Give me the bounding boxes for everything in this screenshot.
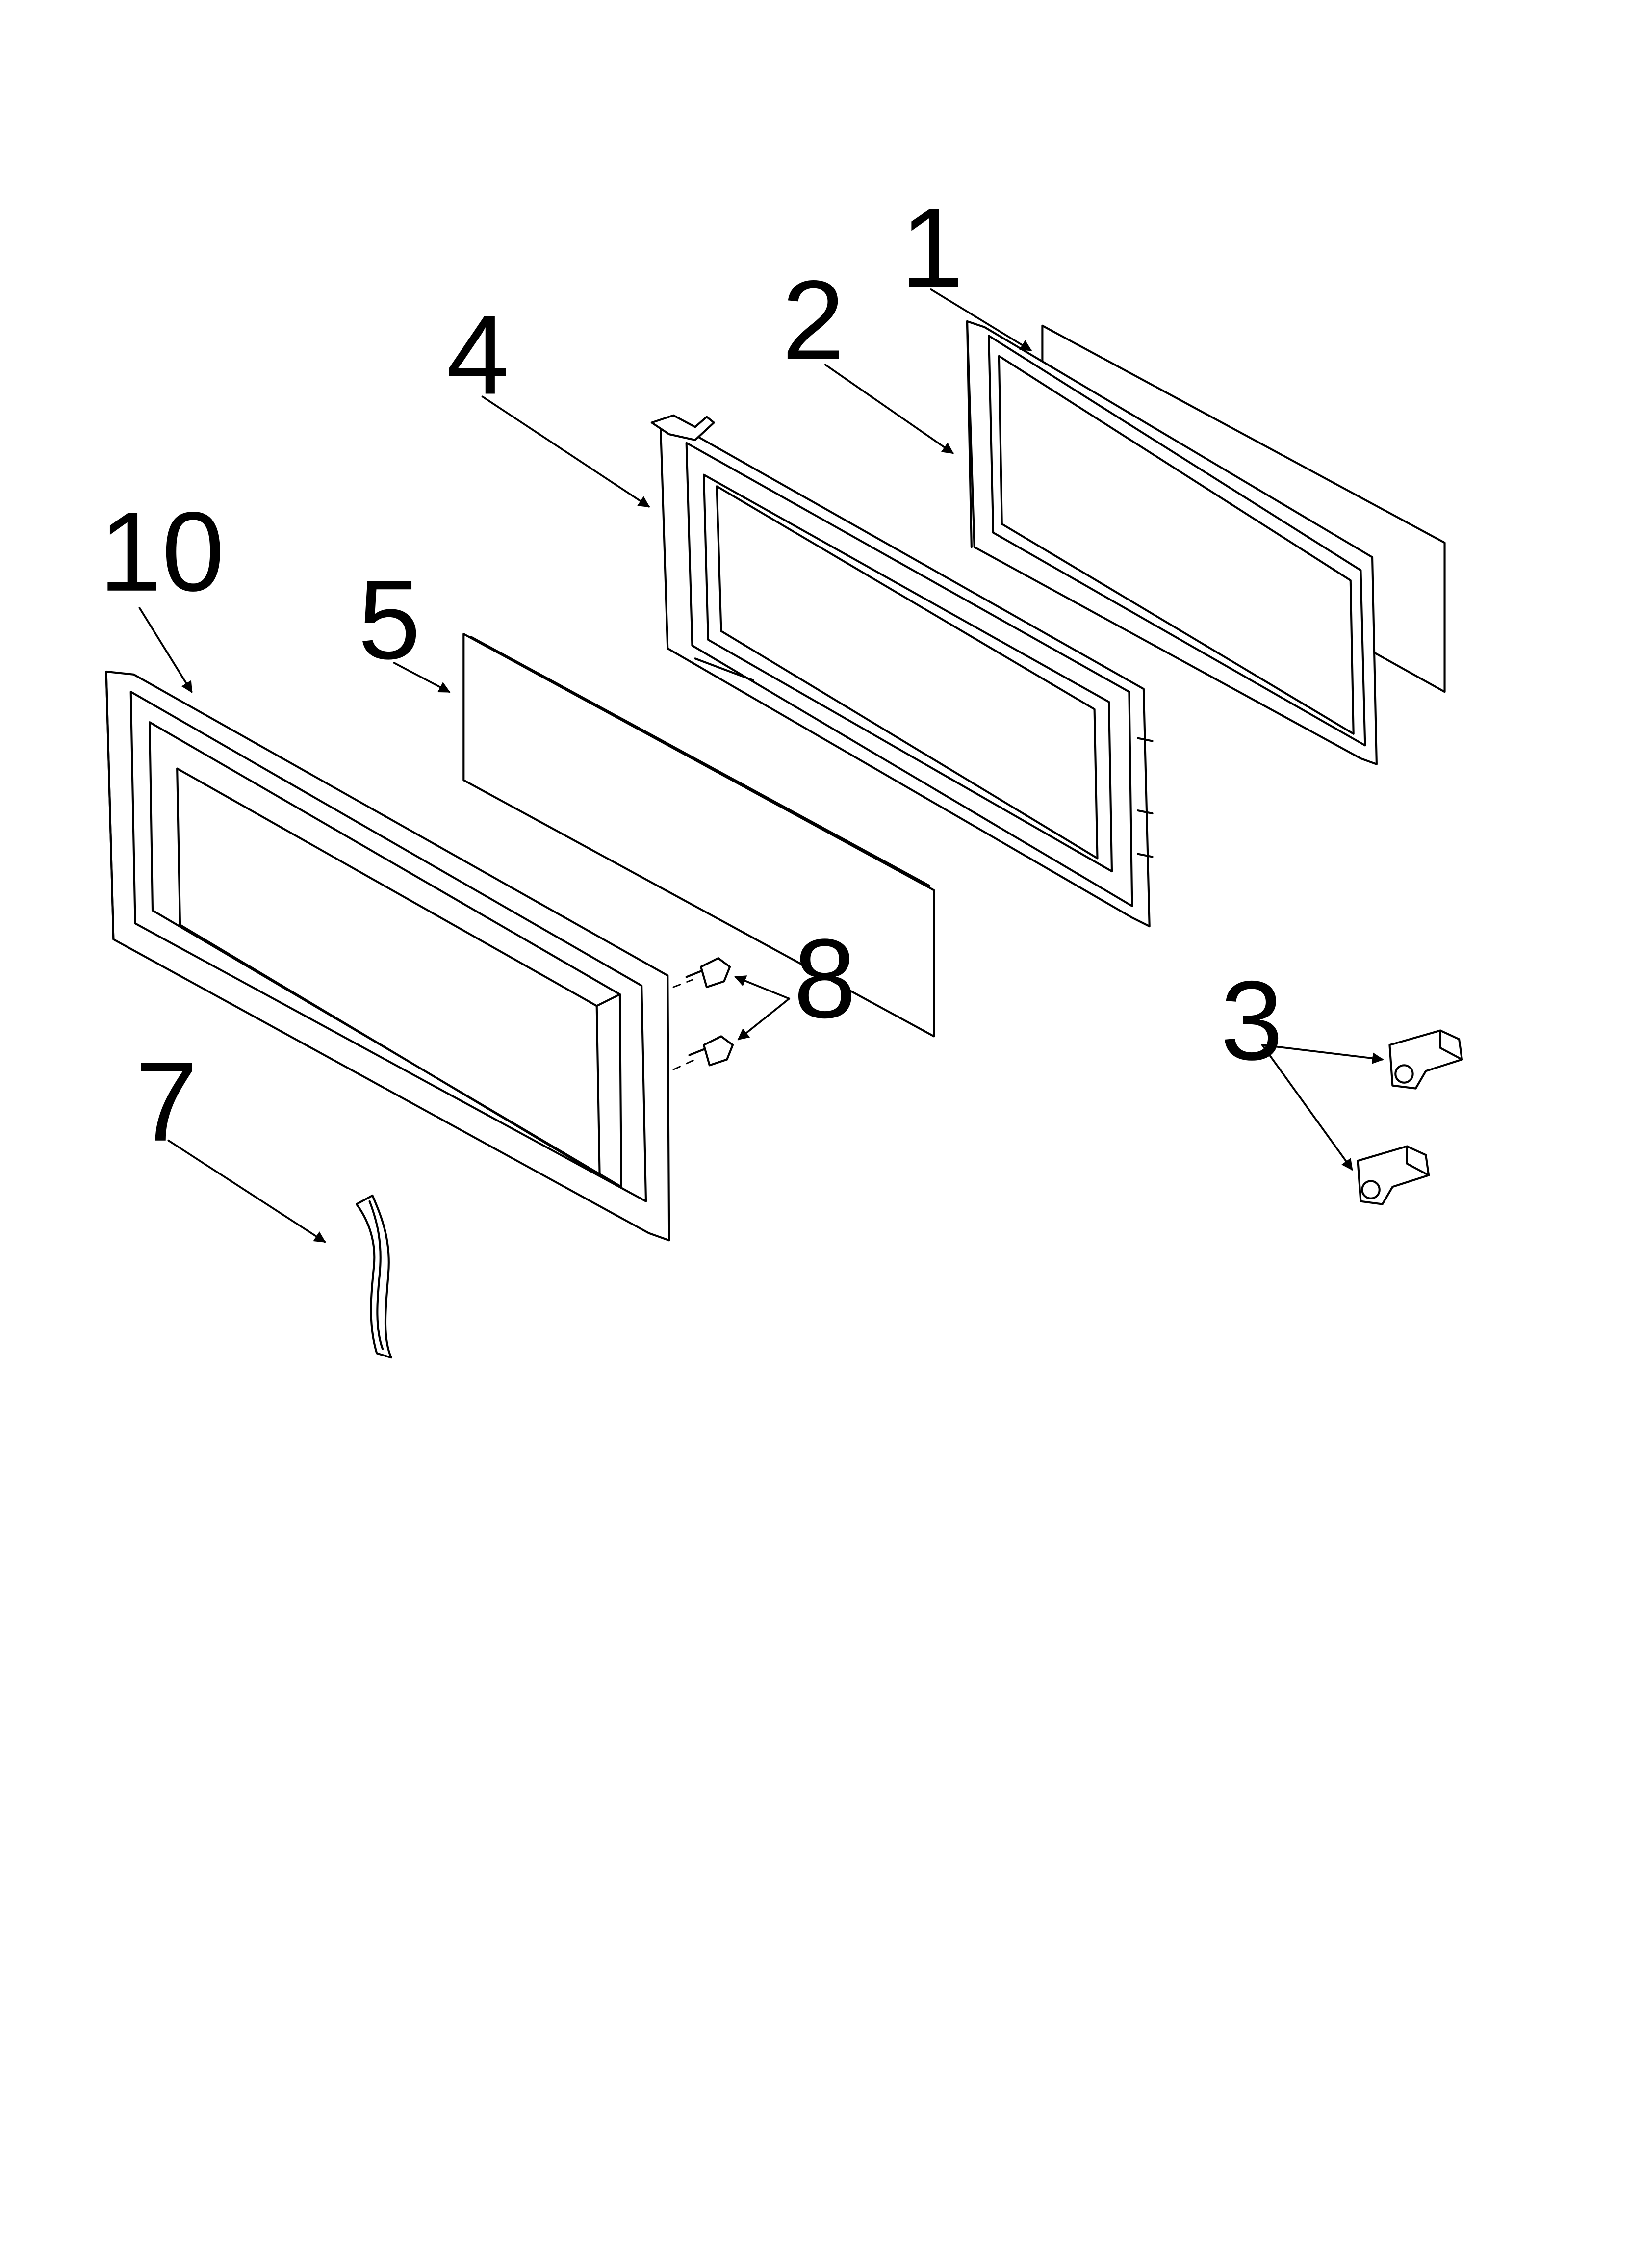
leader-5	[393, 662, 451, 693]
part-7-handle	[355, 1194, 392, 1359]
leader-1	[930, 288, 1032, 351]
part-4-inner-door	[650, 414, 1154, 928]
leader-8b	[737, 997, 791, 1041]
leader-3b	[1261, 1044, 1353, 1171]
leader-8a	[734, 975, 791, 1000]
callout-4: 4	[446, 291, 509, 417]
callout-8: 8	[794, 915, 856, 1042]
callout-2: 2	[782, 257, 845, 383]
leader-7	[167, 1139, 326, 1243]
part-2-seal-frame	[966, 320, 1378, 765]
part-8-screw-lower	[688, 1035, 734, 1067]
callout-3: 3	[1220, 958, 1283, 1084]
leader-4	[481, 395, 650, 508]
screw-guide-lower	[672, 1059, 696, 1070]
callout-7: 7	[135, 1039, 198, 1165]
callout-10: 10	[99, 489, 225, 615]
callout-5: 5	[358, 556, 421, 682]
part-3-hinge-clip-upper	[1388, 1029, 1463, 1090]
leader-10	[138, 607, 193, 693]
leader-3a	[1261, 1044, 1384, 1064]
leader-2	[824, 364, 954, 454]
part-8-screw-upper	[685, 957, 731, 989]
part-10-door-frame	[105, 670, 670, 1242]
part-3-hinge-clip-lower	[1357, 1145, 1430, 1205]
screw-guide-upper	[672, 979, 693, 988]
part-5-glass-panel	[462, 633, 935, 1038]
callout-1: 1	[900, 184, 963, 311]
